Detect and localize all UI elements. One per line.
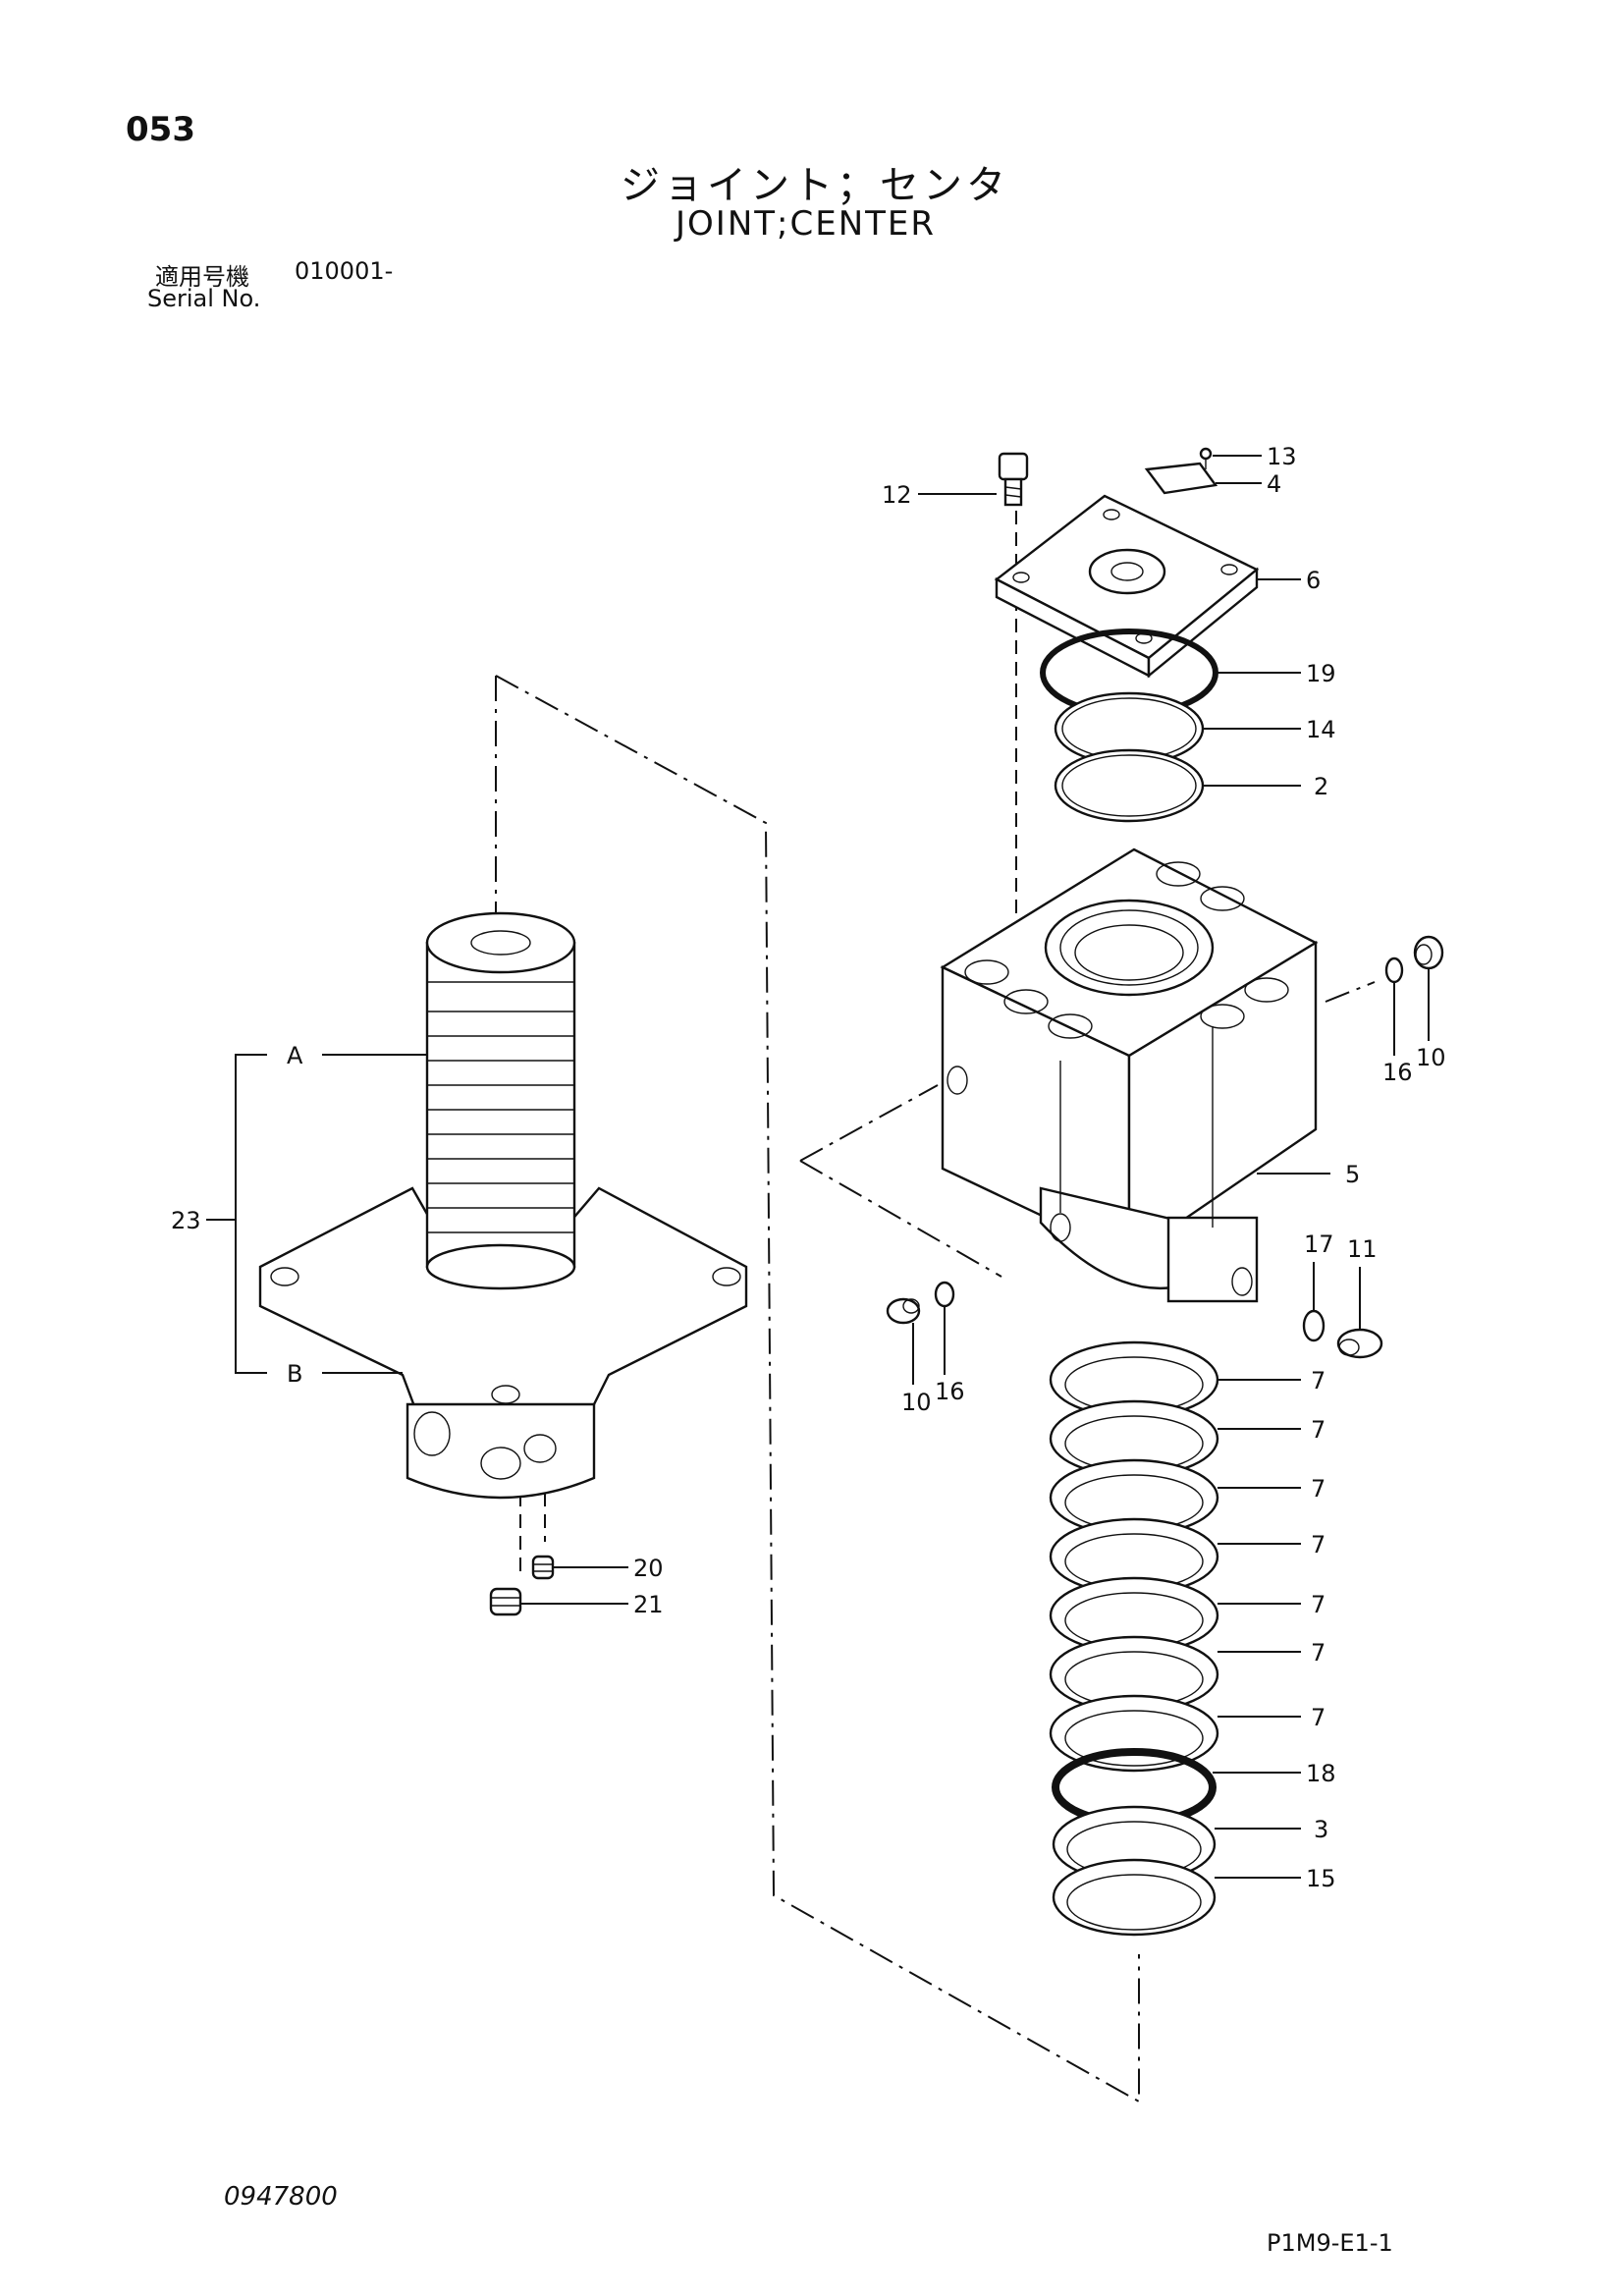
- rivet-part-13: [1199, 447, 1213, 469]
- o-ring-part-16-upper: [1384, 957, 1404, 984]
- callout-21: 21: [633, 1591, 664, 1618]
- title-japanese: ジョイント；センタ: [621, 163, 1009, 208]
- callout-19: 19: [1306, 660, 1336, 687]
- title-english: JOINT;CENTER: [676, 204, 937, 244]
- callout-23: 23: [171, 1207, 201, 1234]
- callout-7-4: 7: [1311, 1531, 1325, 1558]
- callout-3: 3: [1314, 1816, 1328, 1843]
- o-ring-part-17: [1302, 1309, 1325, 1342]
- plug-part-21: [489, 1587, 522, 1616]
- body-part-5: [940, 847, 1319, 1303]
- plug-part-11: [1336, 1328, 1383, 1359]
- callout-14: 14: [1306, 716, 1336, 743]
- callout-5: 5: [1345, 1161, 1360, 1188]
- callout-11: 11: [1347, 1235, 1378, 1263]
- callout-10-upper: 10: [1416, 1044, 1446, 1071]
- page-code: P1M9-E1-1: [1267, 2229, 1393, 2257]
- callout-2: 2: [1314, 773, 1328, 800]
- callout-4: 4: [1267, 470, 1281, 498]
- callout-7-7: 7: [1311, 1704, 1325, 1731]
- callout-17: 17: [1304, 1230, 1334, 1258]
- seal-ring-stack: [1049, 1340, 1219, 1937]
- seal-ring-part-7-4: [1049, 1517, 1219, 1596]
- cover-part-6: [994, 494, 1260, 679]
- ring-part-15: [1052, 1858, 1217, 1937]
- callout-7-1: 7: [1311, 1367, 1325, 1394]
- seal-ring-part-7-7: [1049, 1694, 1219, 1773]
- callout-12: 12: [882, 481, 912, 509]
- plug-part-20: [531, 1555, 555, 1580]
- callout-a: A: [287, 1042, 303, 1069]
- leader-lines: [206, 455, 1430, 1879]
- spindle-part-23: [258, 911, 748, 1500]
- callout-7-2: 7: [1311, 1416, 1325, 1444]
- callout-13: 13: [1267, 443, 1297, 470]
- callout-16-upper: 16: [1382, 1059, 1413, 1086]
- callout-7-3: 7: [1311, 1475, 1325, 1503]
- serial-label-english: Serial No.: [147, 285, 261, 312]
- callout-labels: 12 13 4 6 19 14 2 16 10 5 17 11 10 16 7 …: [171, 443, 1446, 1892]
- o-ring-part-16-lower: [934, 1281, 955, 1308]
- callout-15: 15: [1306, 1865, 1336, 1892]
- callout-16-lower: 16: [935, 1378, 965, 1405]
- nameplate-part-4: [1144, 462, 1218, 495]
- bolt-part-12: [998, 452, 1029, 507]
- callout-b: B: [287, 1360, 302, 1388]
- ring-part-2: [1054, 748, 1205, 823]
- plug-part-10-upper: [1413, 935, 1444, 970]
- callout-7-5: 7: [1311, 1591, 1325, 1618]
- serial-value: 010001-: [295, 257, 394, 285]
- callout-6: 6: [1306, 567, 1321, 594]
- plug-part-10-lower: [886, 1297, 921, 1325]
- callout-7-6: 7: [1311, 1639, 1325, 1667]
- page-number: 053: [126, 110, 195, 149]
- callout-18: 18: [1306, 1760, 1336, 1787]
- callout-10-lower: 10: [901, 1389, 932, 1416]
- document-number: 0947800: [224, 2182, 338, 2212]
- callout-20: 20: [633, 1555, 664, 1582]
- serial-label-japanese: 適用号機: [155, 263, 249, 291]
